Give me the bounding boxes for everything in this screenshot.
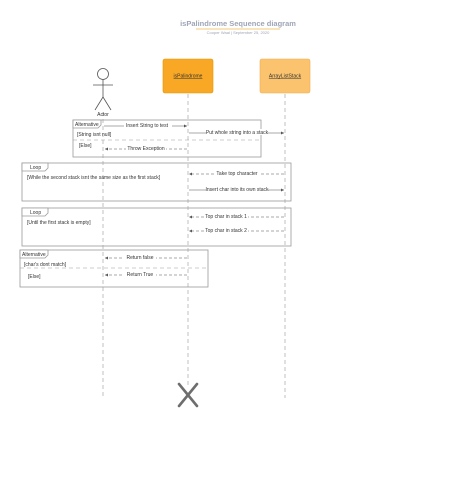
- ispalindrome-box[interactable]: [162, 58, 214, 94]
- alt-frame-2-tab: [19, 249, 49, 259]
- msg-throw-exception-label: Throw Exception: [127, 146, 164, 152]
- loop-frame-2-tab: [21, 207, 49, 217]
- alt-frame-2-kind: Alternative: [22, 252, 46, 258]
- alt-frame-2-guard-2: [Else]: [28, 274, 41, 280]
- msg-top-char-2-label: Top char in stack 2: [205, 228, 247, 234]
- msg-insert-string-label: Insert String to test: [126, 123, 169, 129]
- actor-icon: [93, 68, 113, 111]
- alt-frame-1-kind: Alternative: [75, 122, 99, 128]
- alt-frame-1-tab: [72, 119, 102, 129]
- msg-return-false-label: Return false: [127, 255, 154, 261]
- destroy-x-icon: [177, 382, 199, 408]
- alt-frame-2: [19, 249, 209, 288]
- loop-frame-2-guard: [Until the first stack is empty]: [27, 220, 91, 226]
- alt-frame-1: [72, 119, 262, 158]
- msg-insert-char-label: Insert char into its own stack: [205, 187, 269, 193]
- msg-take-top-label: Take top character: [216, 171, 257, 177]
- arrayliststack-label: ArrayListStack: [269, 74, 302, 80]
- page-subtitle: Cooper Waal | September 25, 2020: [207, 30, 270, 35]
- loop-frame-1-tab: [21, 162, 49, 172]
- loop-frame-1-kind: Loop: [30, 165, 41, 171]
- actor-label: Actor: [97, 112, 109, 118]
- alt-frame-1-guard-1: [String isnt null]: [77, 132, 112, 138]
- ispalindrome-label: isPalindrome: [174, 74, 203, 80]
- msg-put-string-label: Put whole string into a stack: [206, 130, 269, 136]
- alt-frame-1-guard-2: [Else]: [79, 143, 92, 149]
- loop-frame-1-guard: [While the second stack isnt the same si…: [27, 175, 161, 181]
- msg-top-char-1-label: Top char in stack 1: [205, 214, 247, 220]
- loop-frame-2: [21, 207, 292, 247]
- page-title: isPalindrome Sequence diagram: [180, 19, 296, 28]
- msg-return-true-label: Return True: [127, 272, 154, 278]
- loop-frame-1: [21, 162, 292, 202]
- loop-frame-2-kind: Loop: [30, 210, 41, 216]
- arrayliststack-box[interactable]: [259, 58, 311, 94]
- alt-frame-2-guard-1: [char's dont match]: [24, 262, 67, 268]
